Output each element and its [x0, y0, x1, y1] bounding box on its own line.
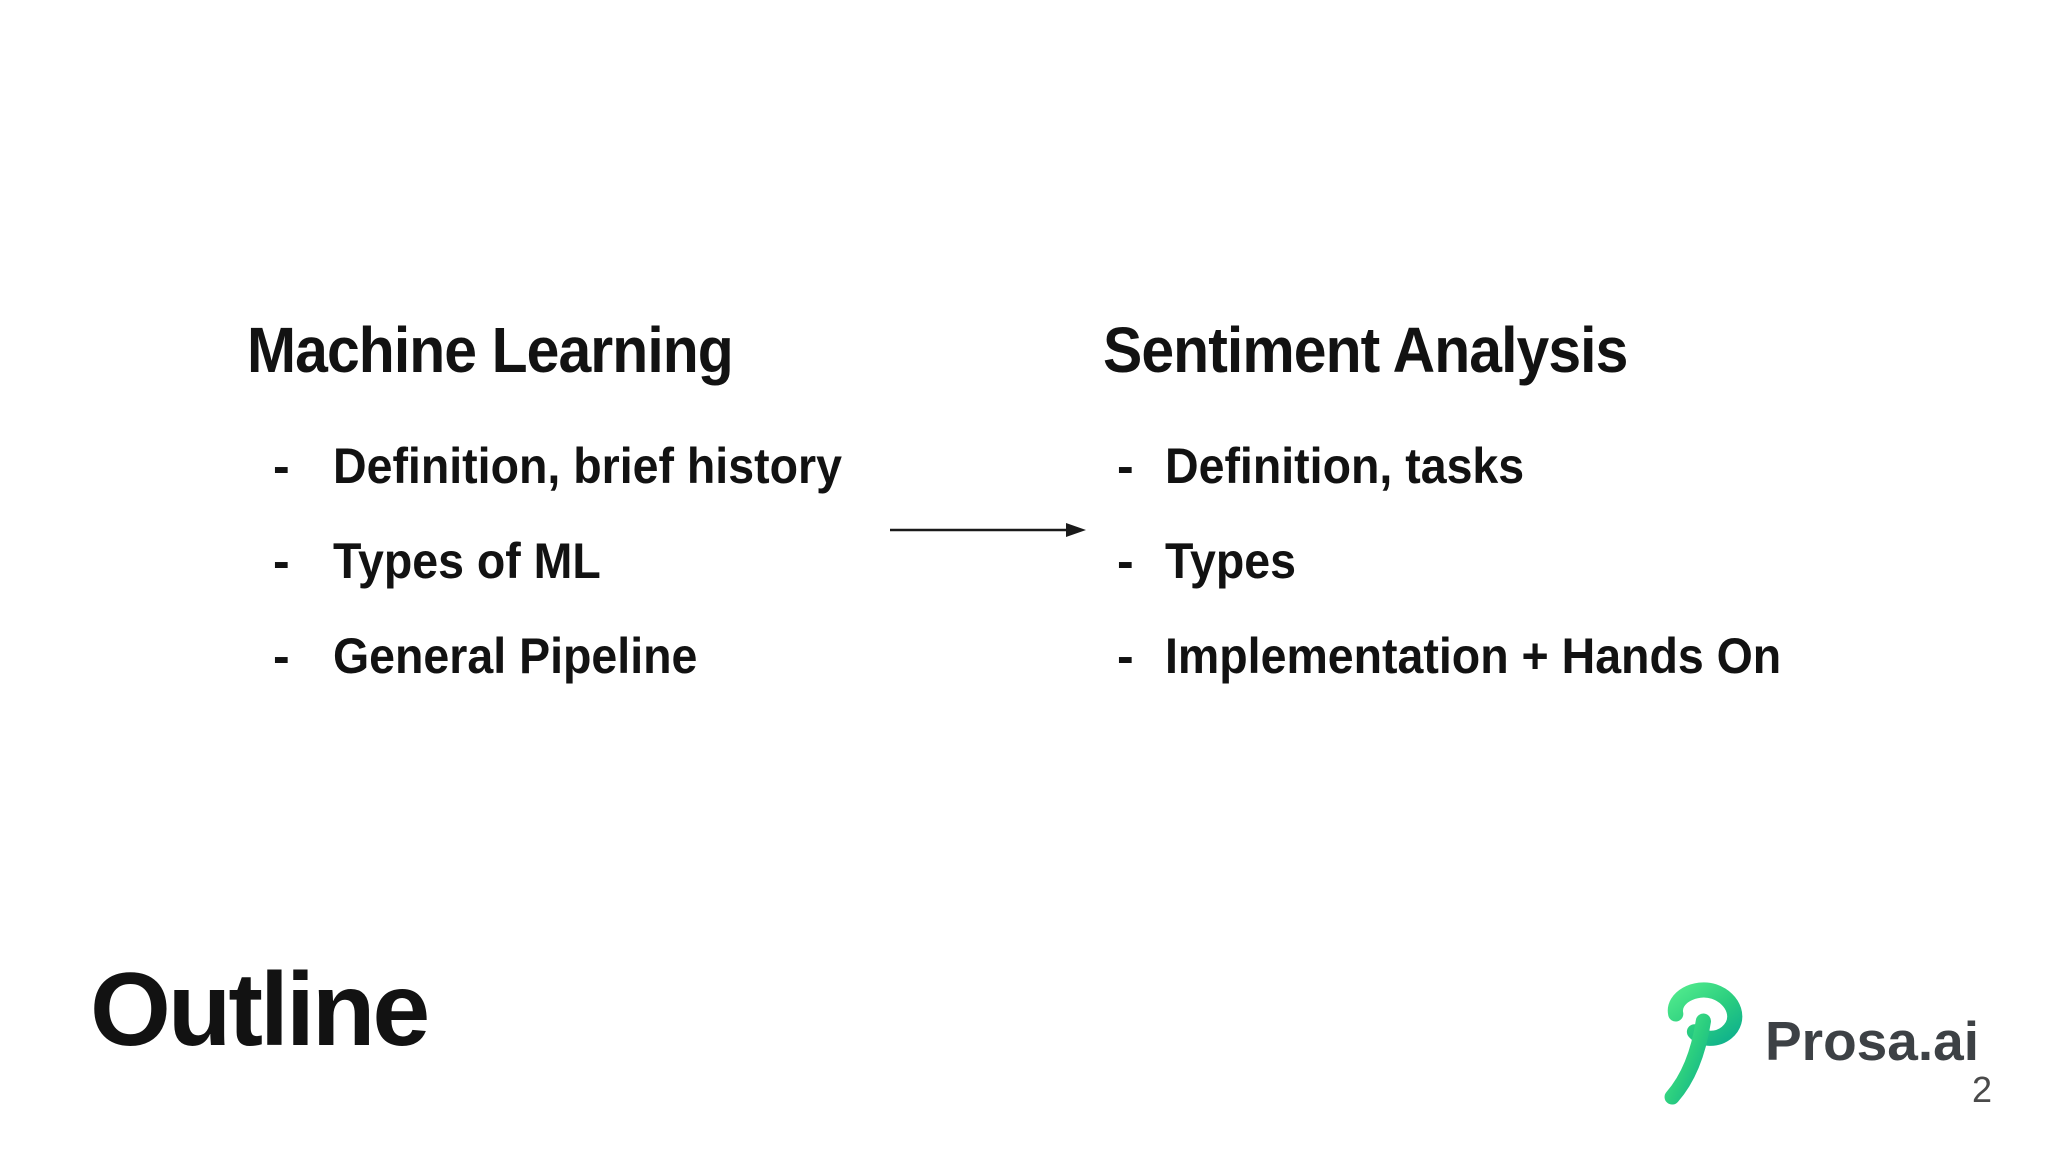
- list-item: - Types: [1103, 535, 1828, 587]
- page-title: Outline: [90, 952, 430, 1068]
- bullet-dash: -: [273, 438, 290, 494]
- machine-learning-heading: Machine Learning: [247, 318, 880, 382]
- list-item: - General Pipeline: [247, 630, 880, 682]
- bullet-label: General Pipeline: [333, 628, 698, 684]
- bullet-dash: -: [273, 628, 290, 684]
- sentiment-analysis-heading-text: Sentiment Analysis: [1103, 314, 1628, 386]
- section-sentiment-analysis: Sentiment Analysis - Definition, tasks -…: [1103, 318, 1828, 725]
- list-item: - Implementation + Hands On: [1103, 630, 1828, 682]
- bullet-dash: -: [1117, 628, 1134, 684]
- list-item: - Types of ML: [247, 535, 880, 587]
- flow-arrow-icon: [890, 523, 1086, 537]
- page-number: 2: [1972, 1069, 1993, 1110]
- bullet-label: Implementation + Hands On: [1165, 628, 1782, 684]
- machine-learning-heading-text: Machine Learning: [247, 314, 734, 386]
- bullet-label: Types: [1165, 533, 1296, 589]
- brand-name: Prosa.ai: [1765, 1010, 1980, 1072]
- bullet-dash: -: [1117, 533, 1134, 589]
- sentiment-analysis-heading: Sentiment Analysis: [1103, 318, 1828, 382]
- bullet-label: Definition, brief history: [333, 438, 842, 494]
- section-machine-learning: Machine Learning - Definition, brief his…: [247, 318, 880, 725]
- machine-learning-bullet-list: - Definition, brief history - Types of M…: [247, 440, 880, 682]
- sentiment-analysis-bullet-list: - Definition, tasks - Types - Implementa…: [1103, 440, 1828, 682]
- prosa-logo-icon: [1664, 982, 1743, 1105]
- bullet-dash: -: [273, 533, 290, 589]
- bullet-label: Types of ML: [333, 533, 601, 589]
- bullet-dash: -: [1117, 438, 1134, 494]
- list-item: - Definition, tasks: [1103, 440, 1828, 492]
- bullet-label: Definition, tasks: [1165, 438, 1525, 494]
- list-item: - Definition, brief history: [247, 440, 880, 492]
- brand-group: Prosa.ai 2: [1655, 980, 2015, 1120]
